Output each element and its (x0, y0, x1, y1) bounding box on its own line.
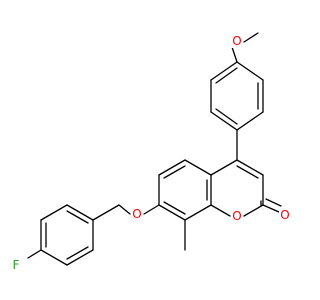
chemical-structure-diagram: O O O O F (0, 0, 300, 300)
carbonyl-oxygen-label: O (280, 208, 289, 222)
ring-oxygen-label: O (232, 209, 241, 223)
bond-methyl-to-methoxy-oxygen (243, 32, 259, 43)
fused-benzene-ring (158, 159, 212, 221)
bond-ch2-to-fluorophenyl (92, 204, 120, 221)
bond-carbonyl-second (265, 198, 282, 207)
fluorophenyl-ring (40, 204, 94, 266)
fluorine-label: F (13, 258, 20, 272)
methoxy-oxygen-label: O (232, 34, 241, 48)
atom-labels: O O O O F (10, 34, 291, 272)
bond-methoxy-oxygen-to-phenyl (231, 46, 238, 63)
canvas-background (0, 0, 300, 300)
bonds (27, 32, 282, 266)
bond-ether-oxygen-to-ch2 (118, 204, 131, 215)
bond-carbonyl (262, 204, 280, 213)
pyranone-ring (210, 159, 264, 217)
methoxyphenyl-ring (210, 61, 264, 131)
bond-c7-to-ether-oxygen (143, 204, 160, 215)
ether-oxygen-label: O (132, 207, 141, 221)
bond-c-to-fluorine (27, 249, 42, 259)
